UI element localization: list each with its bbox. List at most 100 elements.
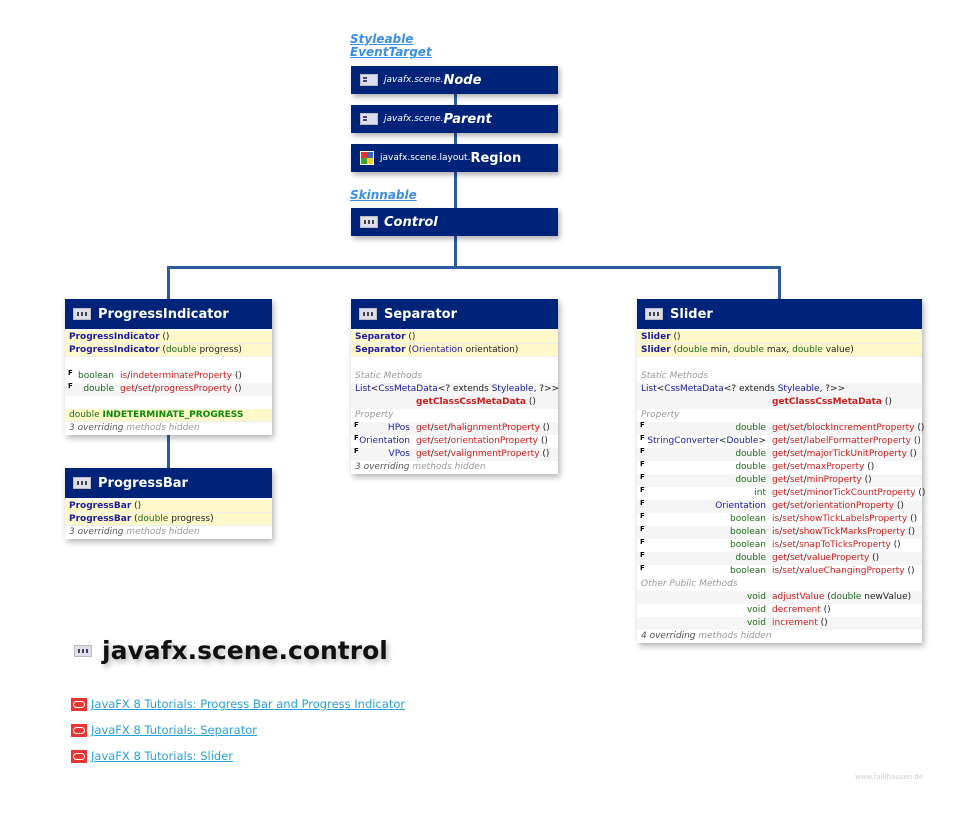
member-type: void — [641, 604, 772, 617]
text-segment: ( — [131, 514, 138, 524]
member-row[interactable]: Static Methods — [637, 370, 922, 383]
constructor-row[interactable]: ProgressIndicator (double progress) — [65, 344, 272, 357]
text-segment: value) — [822, 345, 854, 355]
member-row[interactable]: 3 overriding methods hidden — [351, 461, 558, 474]
member-row[interactable]: Property — [637, 409, 922, 422]
text-segment: , ?>> — [533, 384, 560, 394]
text-segment: / — [447, 436, 451, 446]
text-segment: double — [69, 410, 103, 420]
interface-skinnable-link[interactable]: Skinnable — [350, 188, 417, 202]
region-icon — [360, 151, 374, 165]
tutorial-link-slider[interactable]: JavaFX 8 Tutorials: Slider — [71, 749, 233, 763]
constructor-row[interactable]: ProgressBar () — [65, 500, 272, 513]
member-row[interactable]: getClassCssMetaData () — [637, 396, 922, 409]
class-box-parent[interactable]: javafx.scene.Parent — [351, 105, 558, 133]
constructor-row[interactable]: double INDETERMINATE_PROGRESS — [65, 409, 272, 422]
constructor-row[interactable]: Slider (double min, double max, double v… — [637, 344, 922, 357]
oracle-icon — [71, 723, 87, 737]
text-segment: boolean — [78, 371, 114, 381]
class-header[interactable]: Slider — [637, 299, 922, 329]
tutorial-link-text[interactable]: JavaFX 8 Tutorials: Progress Bar and Pro… — [91, 697, 406, 711]
text-segment: Orientation — [411, 345, 463, 355]
tutorial-link-text[interactable]: JavaFX 8 Tutorials: Slider — [91, 749, 234, 763]
interface-eventtarget-link[interactable]: EventTarget — [350, 45, 432, 59]
member-name: get/set/majorTickUnitProperty () — [772, 448, 917, 461]
member-row[interactable]: 3 overriding methods hidden — [65, 422, 272, 435]
text-segment: progress) — [168, 514, 214, 524]
class-header[interactable]: ProgressBar — [65, 468, 272, 498]
member-name: List<CssMetaData<? extends Styleable, ?>… — [355, 383, 559, 396]
member-type — [355, 396, 416, 409]
text-segment: set — [137, 384, 152, 394]
text-segment: set — [789, 501, 804, 511]
text-segment: Slider — [641, 332, 671, 342]
member-row[interactable]: Property — [351, 409, 558, 422]
interface-styleable-link[interactable]: Styleable — [350, 32, 414, 46]
member-row[interactable]: List<CssMetaData<? extends Styleable, ?>… — [637, 383, 922, 396]
class-box-control[interactable]: Control — [351, 208, 558, 236]
text-segment: set — [789, 423, 804, 433]
text-segment: ProgressIndicator — [69, 332, 160, 342]
text-segment: () — [882, 397, 892, 407]
text-segment: int — [754, 488, 766, 498]
member-type: void — [641, 591, 772, 604]
class-box-node[interactable]: javafx.scene.Node — [351, 66, 558, 94]
member-row[interactable]: getClassCssMetaData () — [351, 396, 558, 409]
text-segment: / — [430, 449, 434, 459]
text-segment: ( — [159, 345, 166, 355]
constructor-row[interactable]: Separator () — [351, 331, 558, 344]
member-name: get/set/progressProperty () — [120, 383, 241, 396]
class-header[interactable]: Separator — [351, 299, 558, 329]
constructor-row[interactable]: ProgressIndicator () — [65, 331, 272, 344]
text-segment: / — [430, 423, 434, 433]
constructor-row[interactable]: Separator (Orientation orientation) — [351, 344, 558, 357]
tutorial-link-text[interactable]: JavaFX 8 Tutorials: Separator — [91, 723, 257, 737]
member-name: get/set/orientationProperty () — [416, 435, 548, 448]
text-segment: getClassCssMetaData — [772, 397, 882, 407]
text-segment: minProperty — [806, 475, 862, 485]
class-header[interactable]: ProgressIndicator — [65, 299, 272, 329]
text-segment: / — [803, 553, 807, 563]
tutorial-link-progress[interactable]: JavaFX 8 Tutorials: Progress Bar and Pro… — [71, 697, 405, 711]
member-row[interactable]: 3 overriding methods hidden — [65, 526, 272, 539]
text-segment: / — [796, 540, 800, 550]
member-type: double — [69, 383, 120, 396]
member-row[interactable]: Other Public Methods — [637, 578, 922, 591]
member-name: adjustValue (double newValue) — [772, 591, 911, 604]
member-row[interactable]: 4 overriding methods hidden — [637, 630, 922, 643]
tutorial-link-separator[interactable]: JavaFX 8 Tutorials: Separator — [71, 723, 257, 737]
member-row[interactable]: List<CssMetaData<? extends Styleable, ?>… — [351, 383, 559, 396]
text-segment: 3 overriding — [69, 527, 124, 537]
class-box-region[interactable]: javafx.scene.layout.Region — [351, 144, 558, 172]
member-row[interactable]: Static Methods — [351, 370, 558, 383]
constructor-row[interactable]: Slider () — [637, 331, 922, 344]
text-segment: < — [656, 384, 665, 394]
text-segment: , ?>> — [819, 384, 846, 394]
constructor-row[interactable]: ProgressBar (double progress) — [65, 513, 272, 526]
